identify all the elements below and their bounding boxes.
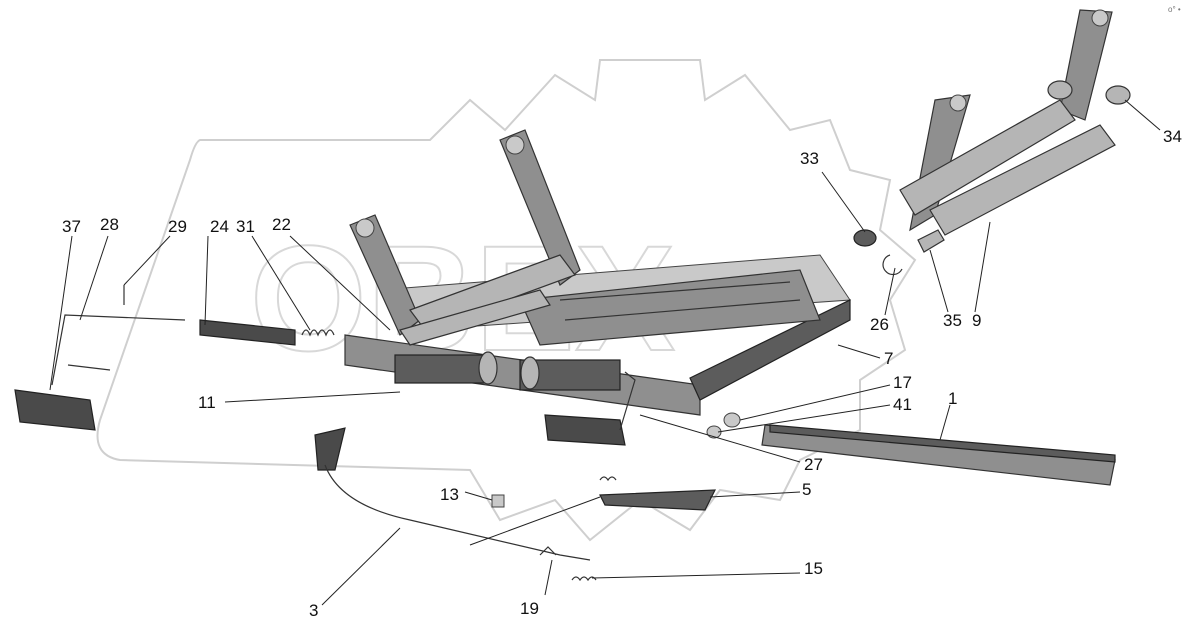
handle-pad-37 — [14, 389, 96, 431]
spring-housing-left — [394, 354, 491, 384]
leader-35 — [929, 249, 949, 313]
center-arm-hole — [505, 135, 525, 155]
callout-26: 26 — [870, 315, 889, 334]
left-lever-assembly — [14, 285, 335, 431]
callout-3: 3 — [309, 601, 318, 620]
lever-rod-28 — [51, 314, 186, 386]
bracket-tube-2 — [929, 124, 1116, 236]
leader-3 — [321, 527, 401, 606]
spring-end-left — [478, 351, 498, 385]
callout-31: 31 — [236, 217, 255, 236]
corner-mark: o° • — [1168, 5, 1181, 14]
leader-7 — [837, 344, 881, 359]
callout-1: 1 — [948, 389, 957, 408]
leader-26 — [884, 267, 896, 316]
callout-27: 27 — [804, 455, 823, 474]
leader-lines — [49, 99, 1161, 606]
leader-5 — [709, 491, 801, 498]
leader-27 — [639, 414, 801, 463]
pedal-arm-3 — [324, 464, 591, 561]
callout-labels: 37 28 29 24 31 22 33 34 26 35 9 7 17 41 … — [62, 127, 1182, 620]
callout-15: 15 — [804, 559, 823, 578]
spring-15 — [571, 576, 597, 582]
callout-29: 29 — [168, 217, 187, 236]
callout-24: 24 — [210, 217, 229, 236]
pedal-3 — [314, 427, 346, 471]
handle-rod-27 — [619, 371, 636, 431]
callout-37: 37 — [62, 217, 81, 236]
bracket-arm-front-hole — [949, 94, 967, 112]
leader-13 — [464, 491, 493, 501]
bolt-13 — [491, 494, 505, 508]
main-frame — [344, 129, 851, 416]
part-19 — [539, 546, 557, 556]
leader-41 — [717, 404, 891, 433]
callout-13: 13 — [440, 485, 459, 504]
leader-28 — [79, 235, 109, 321]
spring-end-right — [520, 356, 540, 390]
frame-slotted-plate — [519, 269, 821, 346]
leader-19 — [544, 559, 553, 596]
plate-5 — [599, 489, 716, 511]
sleeve-24 — [199, 319, 296, 346]
handle-pad-27 — [544, 414, 626, 446]
leader-34 — [1124, 99, 1161, 131]
leader-17 — [739, 384, 891, 421]
leader-15 — [591, 572, 801, 579]
leader-37 — [49, 235, 73, 391]
leader-1 — [939, 404, 951, 441]
part-33 — [853, 229, 877, 247]
watermark-gear-outline — [96, 59, 917, 542]
callout-28: 28 — [100, 215, 119, 234]
center-arm — [499, 129, 581, 286]
bushing-17 — [723, 412, 741, 428]
frame-rear-rail — [689, 299, 851, 401]
left-arm-hole — [355, 218, 375, 238]
leader-5b — [469, 496, 601, 546]
leader-33 — [821, 171, 866, 233]
callout-41: 41 — [893, 395, 912, 414]
callout-5: 5 — [802, 480, 811, 499]
callout-19: 19 — [520, 599, 539, 618]
leader-11 — [224, 391, 401, 403]
callout-34: 34 — [1163, 127, 1182, 146]
leader-31 — [251, 235, 311, 331]
lever-rod-28-lower — [67, 364, 111, 371]
crossbar-lower — [399, 289, 551, 346]
frame-slot — [559, 281, 791, 301]
pin-35 — [917, 229, 945, 253]
callout-9: 9 — [972, 311, 981, 330]
spring-5a — [599, 476, 617, 482]
bracket-arm-rear-hole — [1091, 9, 1109, 27]
spring-31 — [301, 329, 335, 337]
slide-rail-1-edge — [769, 424, 1116, 463]
bracket-knob — [1047, 80, 1073, 100]
right-bracket — [853, 9, 1131, 276]
callout-33: 33 — [800, 149, 819, 168]
bracket-arm-rear — [1059, 9, 1113, 121]
front-handle — [544, 371, 636, 446]
callout-35: 35 — [943, 311, 962, 330]
crossbar-upper — [409, 254, 576, 331]
leader-22 — [289, 235, 391, 331]
leader-29 — [123, 235, 171, 286]
frame-slot-2 — [564, 299, 801, 321]
bracket-tube-1 — [899, 99, 1076, 216]
bottom-parts — [314, 412, 1116, 582]
leader-9 — [974, 221, 991, 313]
callout-17: 17 — [893, 373, 912, 392]
callout-11: 11 — [198, 393, 216, 412]
leader-24 — [204, 235, 209, 326]
callout-22: 22 — [272, 215, 291, 234]
circlip-26 — [882, 254, 903, 276]
callout-7: 7 — [884, 349, 893, 368]
pin-34 — [1105, 85, 1131, 105]
